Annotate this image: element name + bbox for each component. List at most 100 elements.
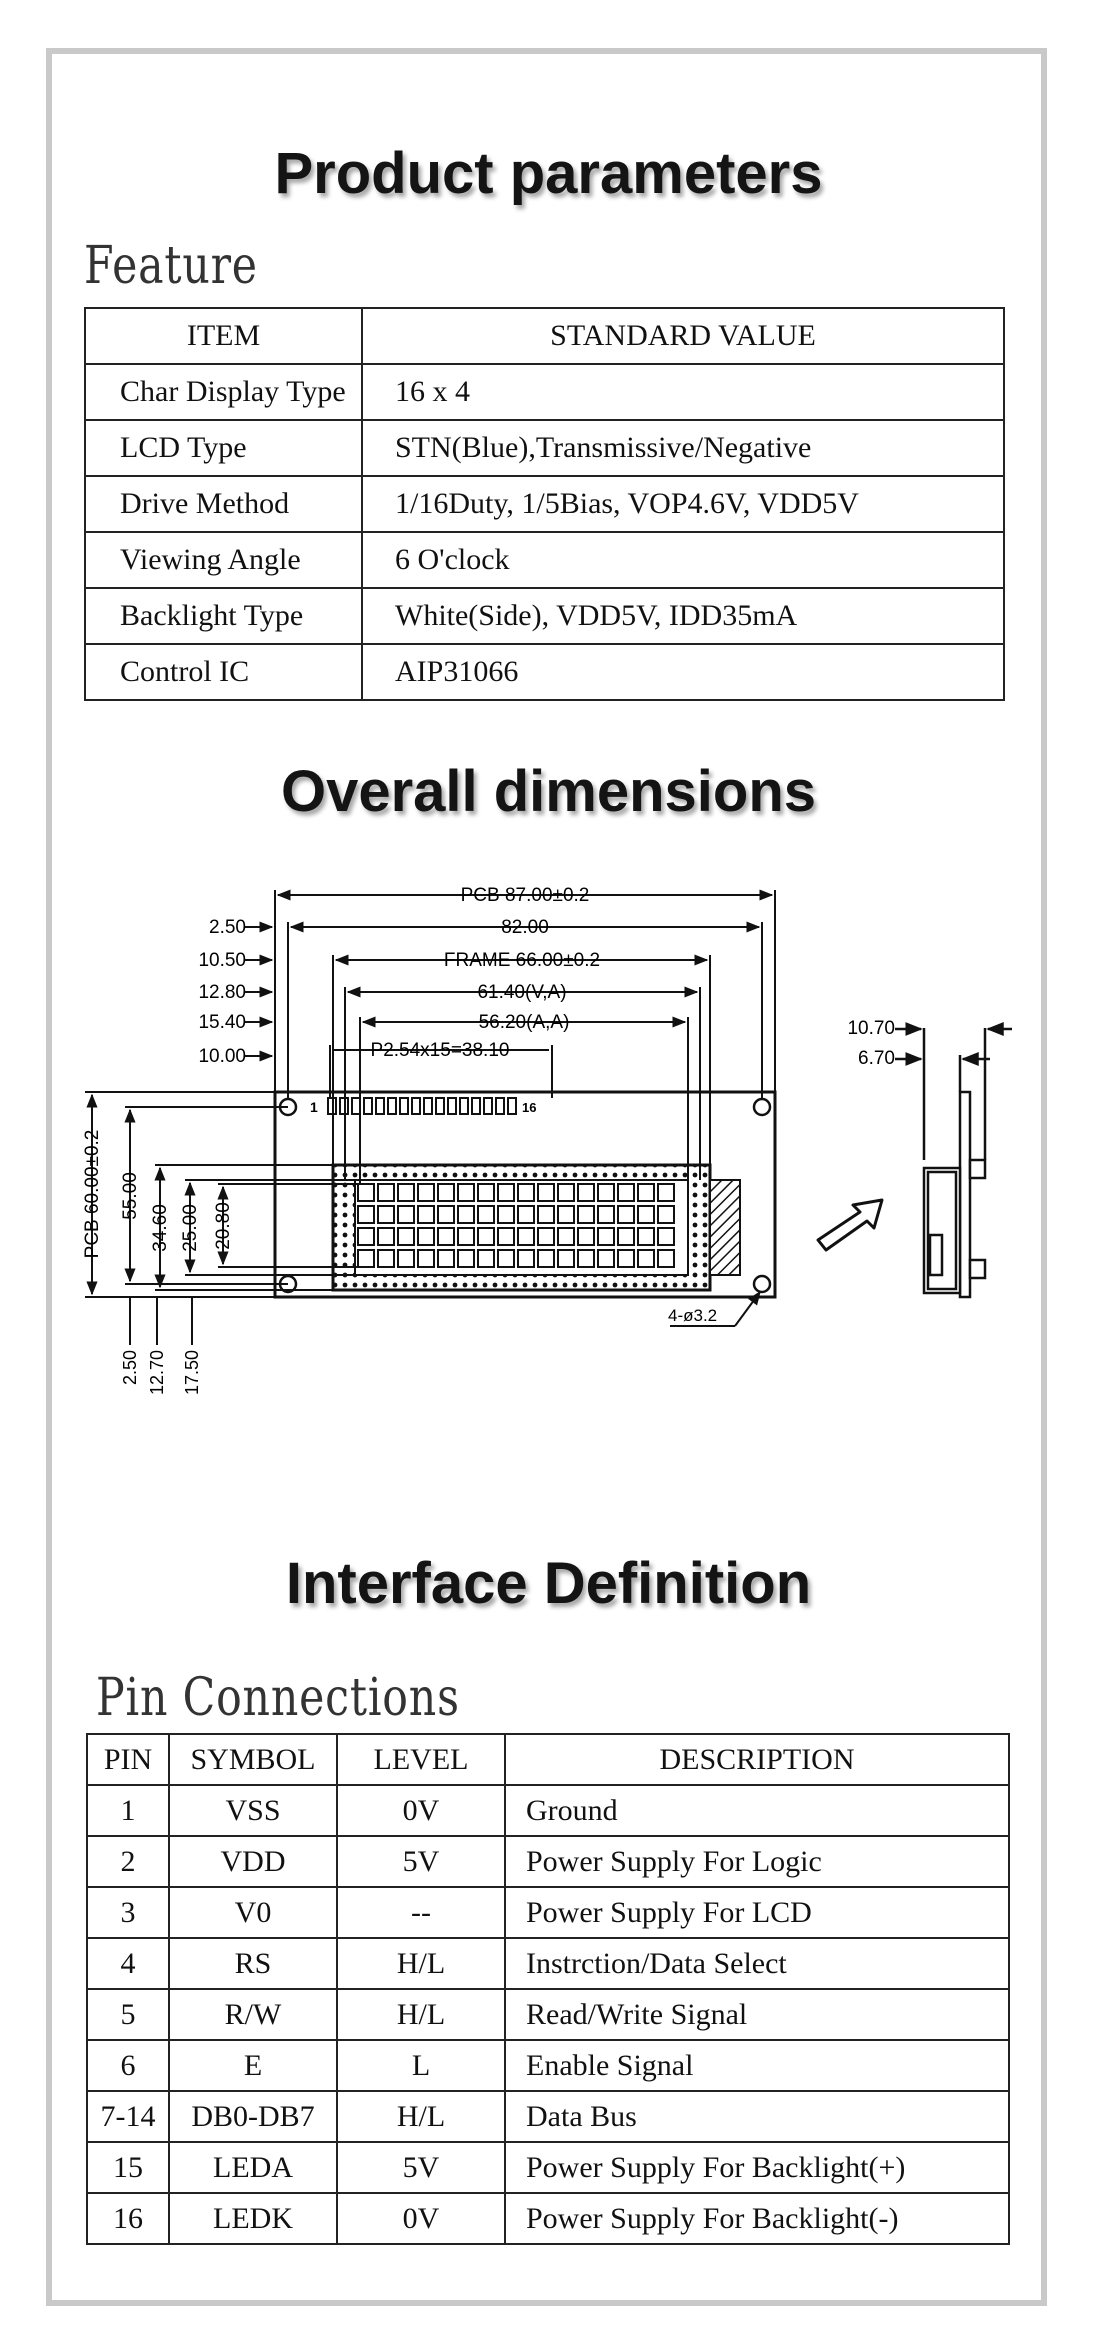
column-header: PIN — [86, 1733, 170, 1786]
value-cell: 1/16Duty, 1/5Bias, VOP4.6V, VDD5V — [361, 475, 1005, 533]
description-cell: Ground — [504, 1784, 1010, 1837]
pin-cell: 3 — [86, 1886, 170, 1939]
item-cell: Control IC — [84, 643, 363, 701]
value-cell: AIP31066 — [361, 643, 1005, 701]
symbol-cell: VSS — [168, 1784, 338, 1837]
item-cell: Backlight Type — [84, 587, 363, 645]
symbol-cell: RS — [168, 1937, 338, 1990]
hole-callout — [670, 1290, 761, 1327]
level-cell: H/L — [336, 1988, 506, 2041]
value-cell: 16 x 4 — [361, 363, 1005, 421]
viewing-area-label: 61.40(V,A) — [477, 982, 566, 1003]
overall-dimensions-heading: Overall dimensions — [280, 759, 817, 824]
active-area-label: 56.20(A,A) — [479, 1012, 570, 1033]
symbol-cell: V0 — [168, 1886, 338, 1939]
level-cell: 5V — [336, 1835, 506, 1888]
pin-header-row: PIN SYMBOL LEVEL DESCRIPTION — [86, 1733, 1010, 1786]
pin-cell: 1 — [86, 1784, 170, 1837]
side-view — [895, 1022, 1012, 1299]
value-cell: White(Side), VDD5V, IDD35mA — [361, 587, 1005, 645]
column-header: STANDARD VALUE — [361, 307, 1005, 365]
pin-cell: 15 — [86, 2141, 170, 2194]
description-cell: Power Supply For Backlight(+) — [504, 2141, 1010, 2194]
description-cell: Data Bus — [504, 2090, 1010, 2143]
vertical-dimensions — [85, 1091, 358, 1345]
description-cell: Enable Signal — [504, 2039, 1010, 2092]
offset-1280-label: 12.80 — [198, 982, 246, 1003]
height-25-label: 25.00 — [180, 1204, 201, 1252]
level-cell: -- — [336, 1886, 506, 1939]
horizontal-dimensions — [245, 889, 776, 1184]
pin-cell: 4 — [86, 1937, 170, 1990]
value-cell: STN(Blue),Transmissive/Negative — [361, 419, 1005, 477]
symbol-cell: LEDK — [168, 2192, 338, 2245]
offset-1000-label: 10.00 — [198, 1046, 246, 1067]
pin-cell: 5 — [86, 1988, 170, 2041]
feature-heading: Feature — [84, 236, 258, 296]
interface-definition-heading: Interface Definition — [285, 1551, 812, 1616]
description-cell: Power Supply For Backlight(-) — [504, 2192, 1010, 2245]
height-55-label: 55.00 — [120, 1172, 141, 1220]
item-cell: Char Display Type — [84, 363, 363, 421]
level-cell: 0V — [336, 2192, 506, 2245]
offset-1540-label: 15.40 — [198, 1012, 246, 1033]
symbol-cell: R/W — [168, 1988, 338, 2041]
level-cell: H/L — [336, 2090, 506, 2143]
pin1-label: 1 — [310, 1099, 318, 1115]
description-cell: Power Supply For Logic — [504, 1835, 1010, 1888]
description-cell: Read/Write Signal — [504, 1988, 1010, 2041]
product-parameters-heading: Product parameters — [274, 141, 823, 206]
width-82-label: 82.00 — [501, 917, 549, 938]
item-cell: LCD Type — [84, 419, 363, 477]
description-cell: Power Supply For LCD — [504, 1886, 1010, 1939]
pin-pitch-label: P2.54x15=38.10 — [371, 1040, 510, 1061]
view-direction-arrow-icon — [816, 1198, 884, 1252]
column-header: ITEM — [84, 307, 363, 365]
offset-1050-label: 10.50 — [198, 950, 246, 971]
level-cell: H/L — [336, 1937, 506, 1990]
item-cell: Viewing Angle — [84, 531, 363, 589]
symbol-cell: DB0-DB7 — [168, 2090, 338, 2143]
pin-connections-heading: Pin Connections — [96, 1668, 460, 1728]
bottom-1270-label: 12.70 — [147, 1350, 167, 1395]
description-cell: Instrction/Data Select — [504, 1937, 1010, 1990]
hole-label: 4-ø3.2 — [668, 1306, 717, 1325]
pin-cell: 6 — [86, 2039, 170, 2092]
item-cell: Drive Method — [84, 475, 363, 533]
pin-cell: 7-14 — [86, 2090, 170, 2143]
pin-header — [327, 1097, 517, 1115]
pin-cell: 2 — [86, 1835, 170, 1888]
bottom-1750-label: 17.50 — [182, 1350, 202, 1395]
level-cell: 5V — [336, 2141, 506, 2194]
column-header: DESCRIPTION — [504, 1733, 1010, 1786]
column-header: LEVEL — [336, 1733, 506, 1786]
dimension-drawing: 1 16 PCB 87.00±0.2 82.00 FRAME 66.00±0.2 — [82, 885, 1012, 1395]
symbol-cell: VDD — [168, 1835, 338, 1888]
pin16-label: 16 — [522, 1100, 536, 1115]
offset-250-label: 2.50 — [209, 917, 246, 938]
value-cell: 6 O'clock — [361, 531, 1005, 589]
pin-cell: 16 — [86, 2192, 170, 2245]
frame-width-label: FRAME 66.00±0.2 — [444, 950, 600, 971]
height-208-label: 20.80 — [213, 1202, 234, 1250]
side-1070-label: 10.70 — [847, 1018, 895, 1039]
side-670-label: 6.70 — [858, 1048, 895, 1069]
symbol-cell: E — [168, 2039, 338, 2092]
height-346-label: 34.60 — [150, 1204, 171, 1252]
symbol-cell: LEDA — [168, 2141, 338, 2194]
